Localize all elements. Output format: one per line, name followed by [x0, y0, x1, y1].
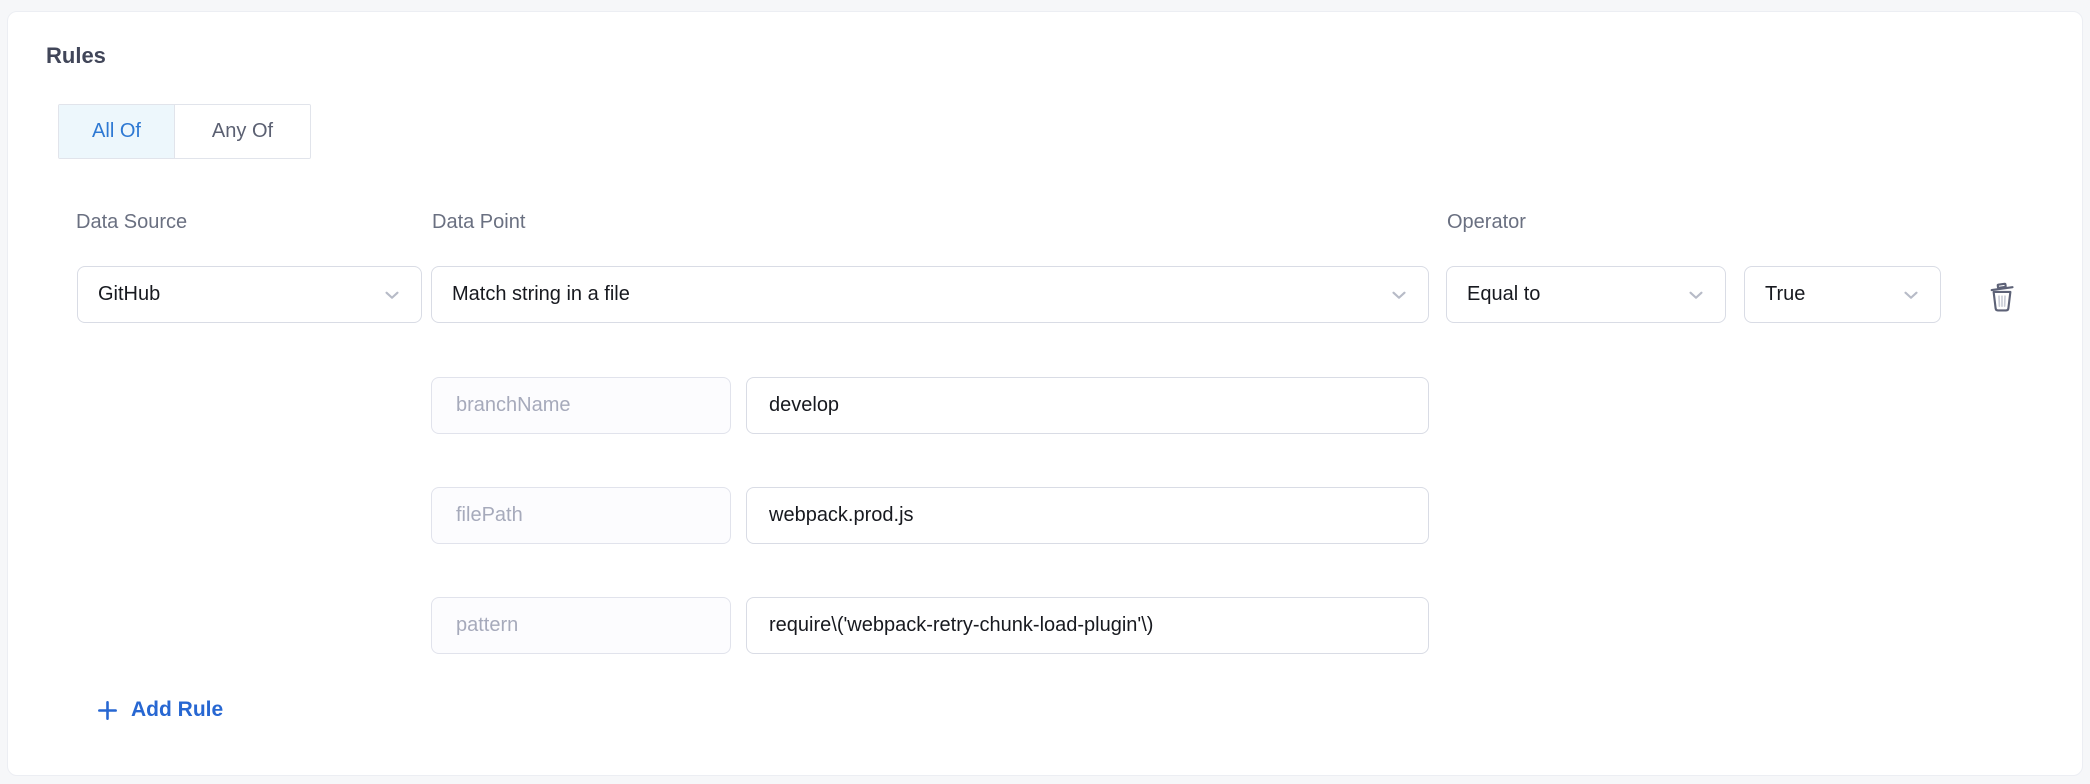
chevron-down-icon: [1392, 291, 1406, 299]
operator-select[interactable]: Equal to: [1446, 266, 1726, 323]
data-source-label: Data Source: [76, 211, 188, 233]
param-key-branch-name: branchName: [431, 377, 731, 434]
param-value-branch-name-input[interactable]: [746, 377, 1429, 434]
add-rule-label: Add Rule: [131, 698, 224, 721]
add-rule-button[interactable]: Add Rule: [96, 698, 223, 722]
data-point-value: Match string in a file: [452, 283, 630, 305]
chevron-down-icon: [1904, 291, 1918, 299]
expected-value: True: [1765, 283, 1806, 305]
param-row-pattern: pattern: [431, 597, 1429, 654]
chevron-down-icon: [1689, 291, 1703, 299]
rules-heading: Rules: [46, 43, 106, 68]
plus-icon: [98, 700, 117, 720]
chevron-down-icon: [385, 291, 399, 299]
tab-any-of[interactable]: Any Of: [175, 105, 310, 158]
rules-card: Rules All Of Any Of Data Source Data Poi…: [7, 11, 2083, 776]
data-point-select[interactable]: Match string in a file: [431, 266, 1429, 323]
operator-value: Equal to: [1467, 283, 1541, 305]
delete-rule-button[interactable]: [1983, 277, 2021, 315]
data-source-select[interactable]: GitHub: [77, 266, 422, 323]
param-key-file-path: filePath: [431, 487, 731, 544]
match-mode-segmented-control: All Of Any Of: [58, 104, 311, 159]
param-row-branch-name: branchName: [431, 377, 1429, 434]
data-source-value: GitHub: [98, 283, 161, 305]
param-key-pattern: pattern: [431, 597, 731, 654]
expected-value-select[interactable]: True: [1744, 266, 1941, 323]
param-value-pattern-input[interactable]: [746, 597, 1429, 654]
param-row-file-path: filePath: [431, 487, 1429, 544]
data-point-label: Data Point: [432, 211, 526, 233]
tab-all-of[interactable]: All Of: [59, 105, 175, 158]
operator-label: Operator: [1447, 211, 1526, 233]
param-value-file-path-input[interactable]: [746, 487, 1429, 544]
trash-icon: [1990, 282, 2014, 312]
